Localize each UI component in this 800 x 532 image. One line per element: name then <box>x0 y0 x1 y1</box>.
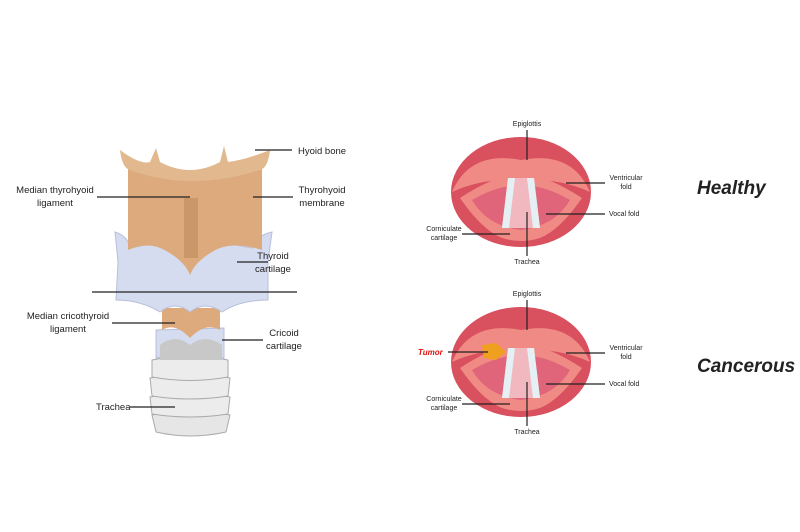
label-trachea-view: Trachea <box>514 259 540 266</box>
label-ventricular-fold: Ventricular <box>609 175 643 182</box>
label-hyoid-bone: Hyoid bone <box>298 146 346 157</box>
label-tumor: Tumor <box>418 348 444 357</box>
vocal-fold-left <box>502 178 515 228</box>
hyoid-bone <box>120 146 270 181</box>
label-thyrohyoid-membrane-2: membrane <box>299 198 344 209</box>
vocal-fold-left <box>502 348 515 398</box>
label-ventricular-fold-2: fold <box>620 184 631 191</box>
title-healthy: Healthy <box>697 178 767 199</box>
label-trachea-view: Trachea <box>514 429 540 436</box>
label-cricoid-cartilage-2: cartilage <box>266 341 302 352</box>
label-ventricular-fold: Ventricular <box>609 345 643 352</box>
vocal-fold-right <box>527 178 540 228</box>
label-epiglottis: Epiglottis <box>513 121 542 128</box>
label-corniculate-2: cartilage <box>431 405 458 412</box>
label-cricoid-cartilage: Cricoid <box>269 328 299 339</box>
label-epiglottis: Epiglottis <box>513 291 542 298</box>
larynx-illustration <box>92 146 297 437</box>
cricothyroid-ligament <box>162 308 220 338</box>
label-trachea: Trachea <box>96 402 131 413</box>
vocal-fold-right <box>527 348 540 398</box>
cancerous-vocal-folds: Epiglottis Ventricular fold Vocal fold C… <box>426 291 643 436</box>
label-median-cricothyroid: Median cricothyroid <box>27 311 109 322</box>
label-vocal-fold: Vocal fold <box>609 211 639 218</box>
label-vocal-fold: Vocal fold <box>609 381 639 388</box>
label-thyroid-cartilage-2: cartilage <box>255 264 291 275</box>
label-corniculate: Corniculate <box>426 226 462 233</box>
title-cancerous: Cancerous <box>697 356 795 377</box>
label-median-thyrohyoid-2: ligament <box>37 198 73 209</box>
label-corniculate-2: cartilage <box>431 235 458 242</box>
label-ventricular-fold-2: fold <box>620 354 631 361</box>
label-thyroid-cartilage: Thyroid <box>257 251 289 262</box>
trachea-rings <box>149 355 231 437</box>
label-corniculate: Corniculate <box>426 396 462 403</box>
label-median-thyrohyoid: Median thyrohyoid <box>16 185 94 196</box>
label-median-cricothyroid-2: ligament <box>50 324 86 335</box>
healthy-vocal-folds: Epiglottis Ventricular fold Vocal fold C… <box>426 121 643 266</box>
tumor-mark <box>482 343 506 360</box>
label-thyrohyoid-membrane: Thyrohyoid <box>299 185 346 196</box>
